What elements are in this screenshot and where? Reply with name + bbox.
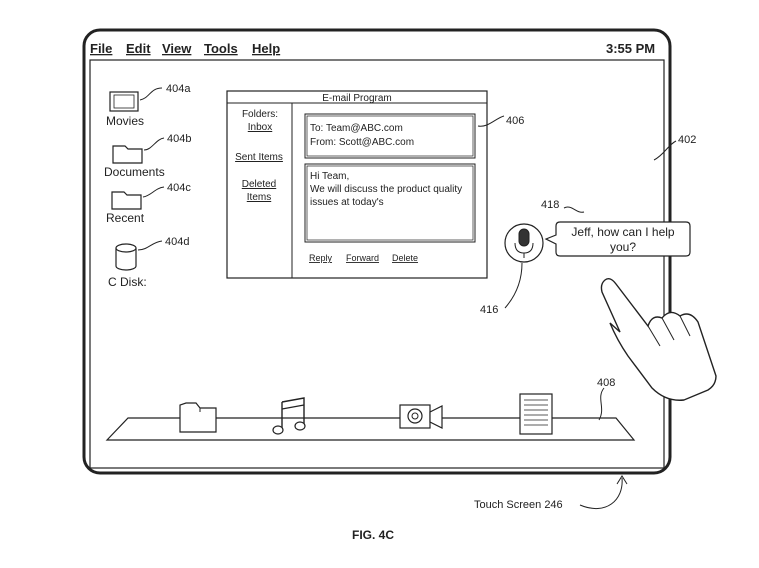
- speech-bubble-shape: [544, 221, 691, 257]
- arrowhead: [616, 475, 628, 485]
- leader-404b: [143, 137, 165, 151]
- hand-outline: [600, 277, 717, 401]
- leader-408: [598, 387, 605, 421]
- desktop-icon-recent[interactable]: Recent 404c: [106, 182, 191, 225]
- music-note-head: [272, 425, 284, 435]
- dock-item-music[interactable]: [272, 397, 306, 435]
- menu-help[interactable]: Help: [252, 41, 280, 56]
- folder-icon: [179, 402, 217, 433]
- email-body-inner: [306, 165, 474, 241]
- leader-touch-screen: [579, 477, 623, 510]
- figure-caption: FIG. 4C: [352, 528, 394, 542]
- desktop-icon-label: C Disk:: [108, 275, 147, 289]
- menu-file[interactable]: File: [90, 41, 112, 56]
- leader-416: [504, 262, 523, 309]
- menu-edit[interactable]: Edit: [126, 41, 151, 56]
- dock-shelf: [105, 417, 636, 441]
- dock: [105, 393, 636, 441]
- music-beam: [281, 404, 305, 410]
- folder-items[interactable]: Items: [247, 192, 271, 203]
- reply-link[interactable]: Reply: [309, 253, 333, 263]
- touch-screen-label: Touch Screen 246: [474, 499, 563, 511]
- folder-icon: [112, 145, 143, 164]
- email-header-inner: [306, 115, 474, 157]
- ref-406: 406: [506, 115, 524, 127]
- delete-link[interactable]: Delete: [392, 253, 418, 263]
- disk-icon-top: [115, 243, 137, 253]
- folder-inbox[interactable]: Inbox: [248, 122, 272, 133]
- camera-lens-inner: [411, 412, 419, 420]
- email-body-line: Hi Team,: [310, 171, 349, 182]
- leader-406: [477, 115, 505, 127]
- desktop-icon-label: Documents: [104, 165, 165, 179]
- finger-crease: [647, 325, 661, 347]
- ref-408: 408: [597, 377, 615, 389]
- leader-418: [563, 206, 585, 213]
- forward-link[interactable]: Forward: [346, 253, 379, 263]
- email-window-title: E-mail Program: [322, 93, 391, 104]
- camera-viewfinder: [429, 405, 443, 429]
- leader-404d: [137, 240, 163, 251]
- clock: 3:55 PM: [606, 41, 655, 56]
- ref-404b: 404b: [167, 133, 191, 145]
- camera-lens: [407, 408, 423, 424]
- music-icon: [281, 397, 305, 426]
- microphone-icon: [518, 228, 530, 247]
- music-note-head: [294, 421, 306, 431]
- email-header-box: [304, 113, 476, 159]
- folder-deleted[interactable]: Deleted: [242, 179, 276, 190]
- leader-402: [653, 140, 677, 161]
- dock-item-document[interactable]: [519, 393, 553, 435]
- email-body-box[interactable]: [304, 163, 476, 243]
- ref-404c: 404c: [167, 182, 191, 194]
- finger-crease: [679, 315, 691, 337]
- menu-bar: File Edit View Tools Help 3:55 PM: [90, 41, 655, 56]
- email-to: To: Team@ABC.com: [310, 123, 403, 134]
- menu-tools[interactable]: Tools: [204, 41, 238, 56]
- folders-heading: Folders:: [242, 109, 278, 120]
- desktop-icon-movies[interactable]: Movies 404a: [106, 83, 191, 128]
- finger-crease: [661, 317, 675, 341]
- ref-402: 402: [678, 134, 696, 146]
- ref-404d: 404d: [165, 236, 189, 248]
- desktop-icon-documents[interactable]: Documents 404b: [104, 133, 191, 179]
- assistant-speech-bubble: Jeff, how can I help you?: [544, 221, 691, 257]
- leader-404a: [139, 87, 163, 101]
- email-body-line: issues at today's: [310, 197, 384, 208]
- folder-sent-items[interactable]: Sent Items: [235, 152, 283, 163]
- email-window[interactable]: E-mail Program Folders: Inbox Sent Items…: [226, 90, 488, 279]
- email-from: From: Scott@ABC.com: [310, 137, 414, 148]
- monitor-icon: [109, 91, 139, 112]
- assistant-message-line: Jeff, how can I help: [571, 225, 675, 239]
- email-body-line: We will discuss the product quality: [310, 184, 462, 195]
- disk-icon: [115, 248, 137, 271]
- ref-404a: 404a: [166, 83, 191, 95]
- hand-illustration: [600, 277, 717, 401]
- desktop-icon-c-disk[interactable]: C Disk: 404d: [108, 236, 189, 289]
- folder-icon: [111, 191, 142, 210]
- leader-404c: [142, 186, 165, 198]
- monitor-screen: [113, 94, 135, 109]
- menu-view[interactable]: View: [162, 41, 192, 56]
- screen-area: [89, 59, 665, 469]
- desktop-icon-label: Recent: [106, 211, 145, 225]
- dock-item-folder[interactable]: [179, 402, 217, 433]
- ref-416: 416: [480, 304, 498, 316]
- document-icon: [519, 393, 553, 435]
- dock-item-camera[interactable]: [399, 404, 443, 429]
- ref-418: 418: [541, 199, 559, 211]
- desktop-icon-label: Movies: [106, 114, 144, 128]
- assistant-mic-button[interactable]: [504, 223, 544, 263]
- assistant-message-line: you?: [610, 240, 636, 254]
